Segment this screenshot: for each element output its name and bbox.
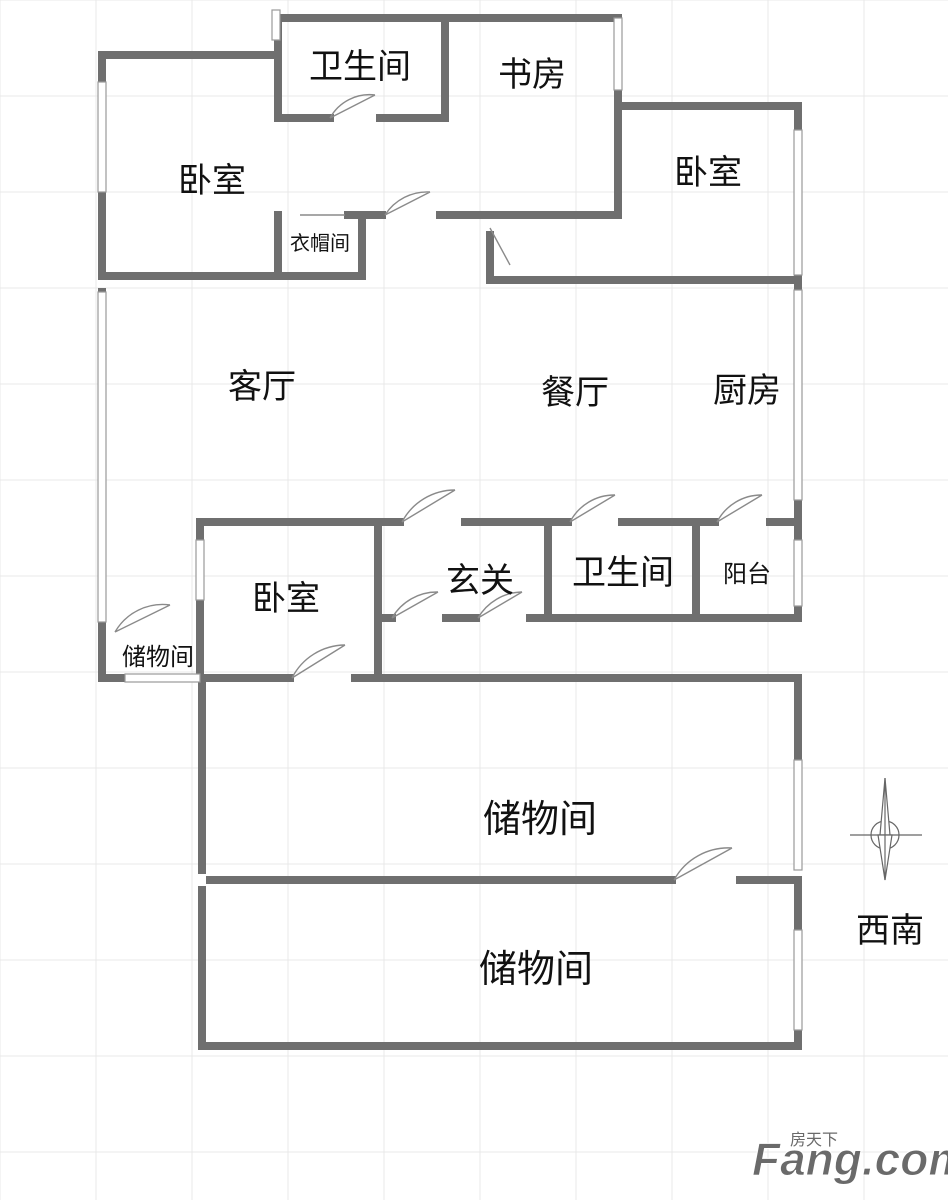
fang-logo-tag: 房天下 — [790, 1130, 838, 1149]
room-label-bedroom-sw: 卧室 — [252, 579, 320, 619]
room-label-foyer: 玄关 — [446, 561, 514, 601]
window-bedroom-nw — [97, 81, 107, 193]
window-bedroom-sw — [195, 539, 205, 601]
door-bathroom-top — [329, 93, 376, 119]
window-storage-small — [124, 673, 201, 683]
door-storage — [673, 847, 733, 881]
room-label-storage-lower: 储物间 — [479, 947, 593, 991]
window-study-east — [613, 17, 623, 91]
door-study — [489, 227, 511, 266]
window-kitchen — [793, 289, 803, 501]
wall-bathroom-top-right — [376, 14, 449, 122]
doors — [114, 93, 763, 881]
room-label-cloakroom: 衣帽间 — [290, 231, 350, 255]
room-label-bedroom-nw: 卧室 — [178, 161, 246, 201]
room-label-living-room: 客厅 — [228, 367, 296, 407]
window-balcony — [793, 539, 803, 607]
door-corridor — [384, 191, 431, 216]
room-label-kitchen: 厨房 — [713, 371, 781, 411]
compass-rose-icon — [850, 777, 922, 881]
door-foyer-south-2 — [477, 591, 523, 619]
fang-logo: Fang.com 房天下 — [752, 1130, 948, 1186]
compass-orientation-label: 西南 — [856, 911, 924, 951]
room-label-storage-small: 储物间 — [122, 643, 194, 671]
wall-bedroom-ne — [614, 102, 802, 134]
window-bedroom-ne — [793, 129, 803, 276]
fang-logo-wordmark: Fang.com — [752, 1133, 948, 1185]
room-label-balcony: 阳台 — [723, 560, 771, 588]
room-label-storage-upper: 储物间 — [483, 797, 597, 841]
door-balcony — [716, 494, 763, 523]
door-bathroom-mid — [569, 494, 616, 523]
room-label-study: 书房 — [498, 55, 566, 95]
windows — [97, 9, 803, 1031]
wall-study-east-2 — [486, 86, 622, 219]
window-storage-upper — [793, 759, 803, 871]
room-label-bathroom-mid: 卫生间 — [572, 553, 674, 593]
window-storage-lower — [793, 929, 803, 1031]
door-foyer-south-1 — [391, 591, 439, 619]
room-label-bedroom-ne: 卧室 — [674, 153, 742, 193]
door-foyer — [401, 489, 456, 523]
window-living-west — [97, 291, 107, 623]
room-label-dining-room: 餐厅 — [541, 373, 609, 413]
wall-bedroom-ne-south — [486, 231, 802, 284]
door-living-west — [114, 603, 171, 633]
room-label-bathroom-top: 卫生间 — [309, 47, 411, 87]
window-bathroom-top — [271, 9, 281, 41]
wall-cloakroom — [274, 211, 366, 280]
door-bedroom-sw — [291, 644, 346, 679]
room-labels: 卫生间 书房 卧室 卧室 衣帽间 客厅 餐厅 厨房 卧室 玄关 卫生间 阳台 储… — [122, 47, 781, 991]
wall-bedroom-sw — [196, 518, 404, 544]
